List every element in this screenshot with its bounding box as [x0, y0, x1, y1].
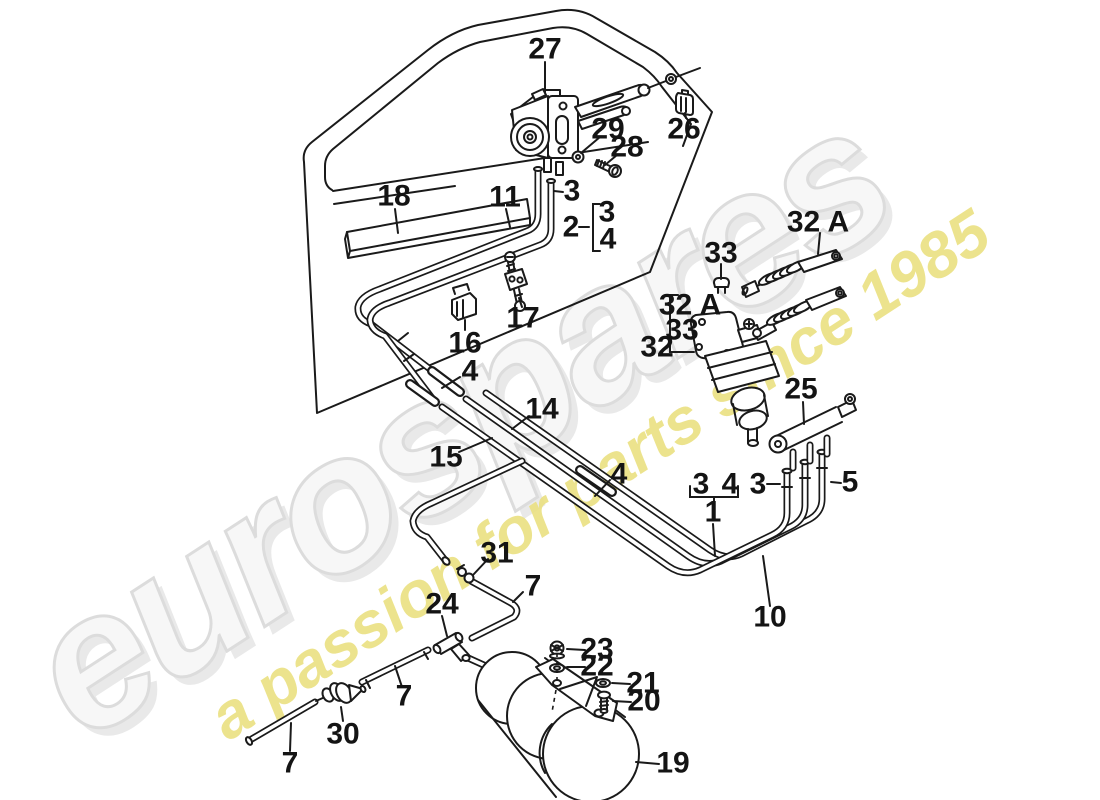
part-label-3-6: 3: [599, 196, 616, 229]
part-label-10-27: 10: [753, 601, 786, 634]
part-label-7-19: 7: [396, 680, 413, 713]
grommet-29: [571, 150, 585, 164]
part-label-19-26: 19: [656, 747, 689, 780]
trim-strip: [344, 198, 531, 259]
leader-lines: [289, 61, 842, 765]
part-label-4-7: 4: [600, 223, 617, 256]
part-label-30-20: 30: [326, 718, 359, 751]
connector-31: [456, 564, 475, 584]
part-label-22-23: 22: [580, 650, 613, 683]
servo-assembly: [689, 277, 847, 447]
part-label-32a-34: 32 A: [787, 206, 849, 239]
part-label-4-12: 4: [462, 355, 479, 388]
part-label-11-9: 11: [489, 181, 521, 214]
part-label-23-22: 23: [580, 633, 613, 666]
reservoir-fasteners: [549, 640, 611, 714]
screw-20: [597, 690, 611, 714]
pipe-clamp: [504, 251, 528, 312]
part-label-17-11: 17: [506, 302, 539, 335]
washer-reservoir: [475, 651, 640, 800]
grommet-33: [713, 277, 730, 294]
part-label-16-10: 16: [448, 327, 481, 360]
part-label-27-0: 27: [528, 33, 561, 66]
washer-switch-assembly: [510, 67, 701, 176]
servo-pull-cable: [752, 286, 847, 341]
pipe-clip: [451, 283, 477, 321]
pull-cable-32a: [741, 249, 843, 298]
part-label-14-13: 14: [525, 393, 559, 426]
part-label-3-31: 3: [750, 468, 767, 501]
part-label-25-33: 25: [784, 373, 817, 406]
part-label-32a-36: 32 A: [659, 289, 721, 322]
part-label-28-3: 28: [610, 131, 643, 164]
door-panel-outline: [302, 8, 713, 414]
nut-23: [549, 640, 565, 660]
part-label-18-8: 18: [377, 180, 410, 213]
part-label-33-37: 33: [665, 314, 698, 347]
part-label-33-35: 33: [704, 237, 737, 270]
part-label-7-17: 7: [525, 570, 542, 603]
part-label-7-21: 7: [282, 747, 299, 780]
part-label-26-1: 26: [667, 113, 700, 146]
part-label-4-30: 4: [722, 468, 739, 501]
t-piece: [432, 631, 471, 662]
part-label-20-25: 20: [627, 685, 660, 718]
part-label-32-38: 32: [640, 331, 673, 364]
distributor-connector: [768, 393, 857, 472]
part-label-15-14: 15: [429, 441, 462, 474]
part-label-3-29: 3: [693, 468, 710, 501]
part-label-31-16: 31: [480, 537, 513, 570]
part-label-24-18: 24: [425, 588, 459, 621]
part-label-5-32: 5: [842, 466, 859, 499]
part-label-4-15: 4: [611, 458, 628, 491]
part-label-1-28: 1: [705, 496, 722, 529]
part-label-2-5: 2: [563, 211, 580, 244]
washer-21: [595, 678, 611, 688]
part-label-29-2: 29: [591, 113, 624, 146]
part-label-3-4: 3: [564, 175, 581, 208]
vacuum-pipes: [354, 166, 828, 577]
part-label-21-24: 21: [626, 667, 659, 700]
check-valve: [315, 682, 367, 704]
cable-clip: [675, 89, 694, 116]
